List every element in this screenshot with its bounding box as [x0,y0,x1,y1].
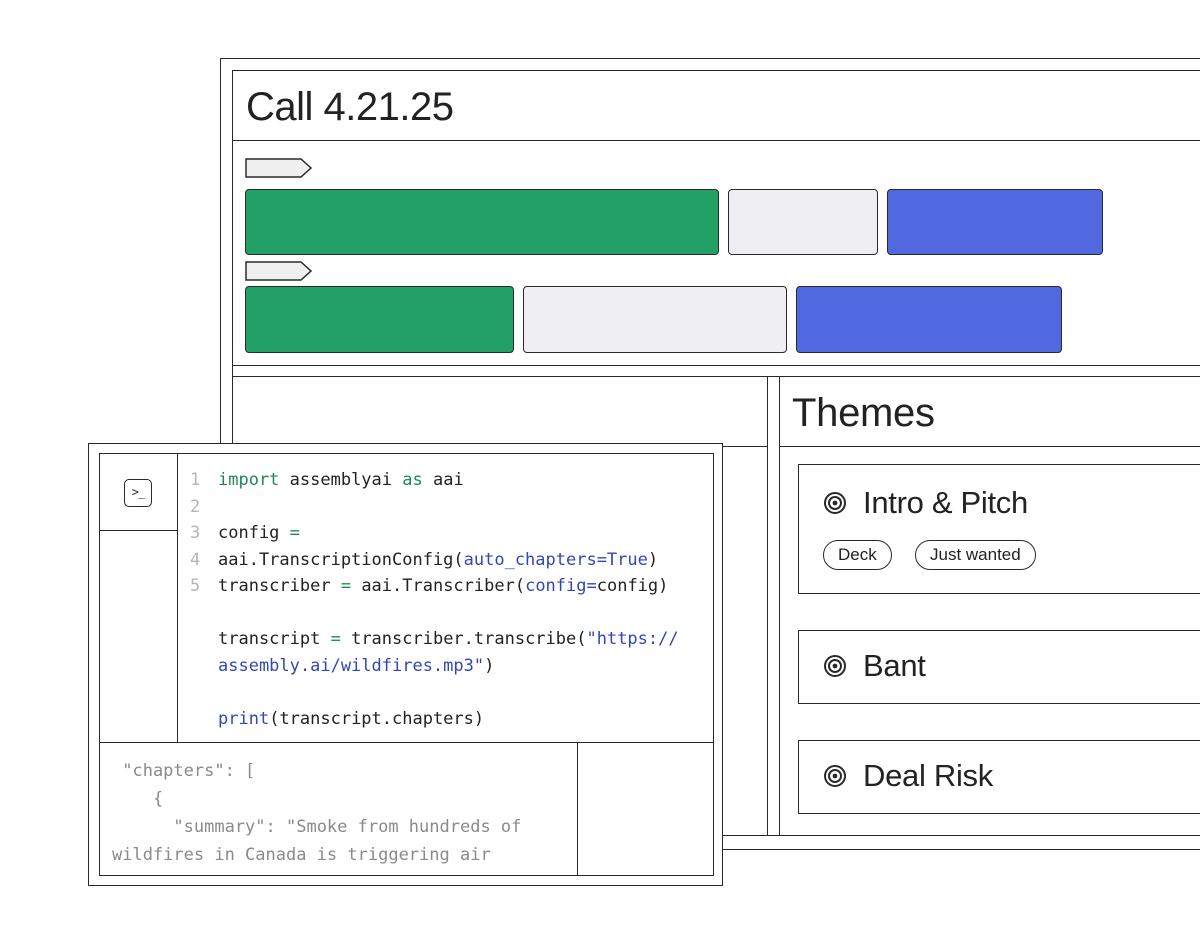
call-header-divider [232,140,1200,141]
theme-label: Deal Risk [863,758,993,793]
output-json: "chapters": [ { "summary": "Smoke from h… [112,761,522,865]
themes-header-divider [779,446,1200,447]
timeline-segment-green-1[interactable] [245,189,719,255]
code-window [99,453,714,876]
panel-divider [779,376,780,836]
theme-card-intro-pitch[interactable]: Intro & Pitch Deck Just wanted [798,464,1200,594]
track-label-tag-2[interactable] [245,261,313,281]
gutter-divider [177,453,178,743]
output-divider [99,742,714,743]
themes-title: Themes [792,391,935,435]
target-icon [824,655,846,677]
theme-label: Bant [863,648,926,683]
timeline-segment-gray-2[interactable] [523,286,787,353]
timeline-divider [232,365,1200,366]
panel-divider [767,376,768,836]
theme-chip-deck[interactable]: Deck [823,540,892,570]
code-editor[interactable]: import assemblyai as aai config = aai.Tr… [218,470,679,729]
gutter-divider [99,530,177,531]
timeline-segment-blue-1[interactable] [887,189,1103,255]
theme-chip-just-wanted[interactable]: Just wanted [915,540,1036,570]
track-label-tag-1[interactable] [245,158,313,178]
output-divider [577,742,578,876]
timeline-segment-gray-1[interactable] [728,189,878,255]
target-icon [824,492,846,514]
theme-card-deal-risk[interactable]: Deal Risk [798,740,1200,814]
timeline-segment-green-2[interactable] [245,286,514,353]
theme-card-bant[interactable]: Bant [798,630,1200,704]
target-icon [824,765,846,787]
line-numbers: 1 2 3 4 5 [190,470,201,596]
timeline-divider [232,376,1200,377]
terminal-icon[interactable]: >_ [124,479,152,507]
call-title: Call 4.21.25 [246,85,454,129]
timeline-segment-blue-2[interactable] [796,286,1062,353]
theme-label: Intro & Pitch [863,485,1028,520]
